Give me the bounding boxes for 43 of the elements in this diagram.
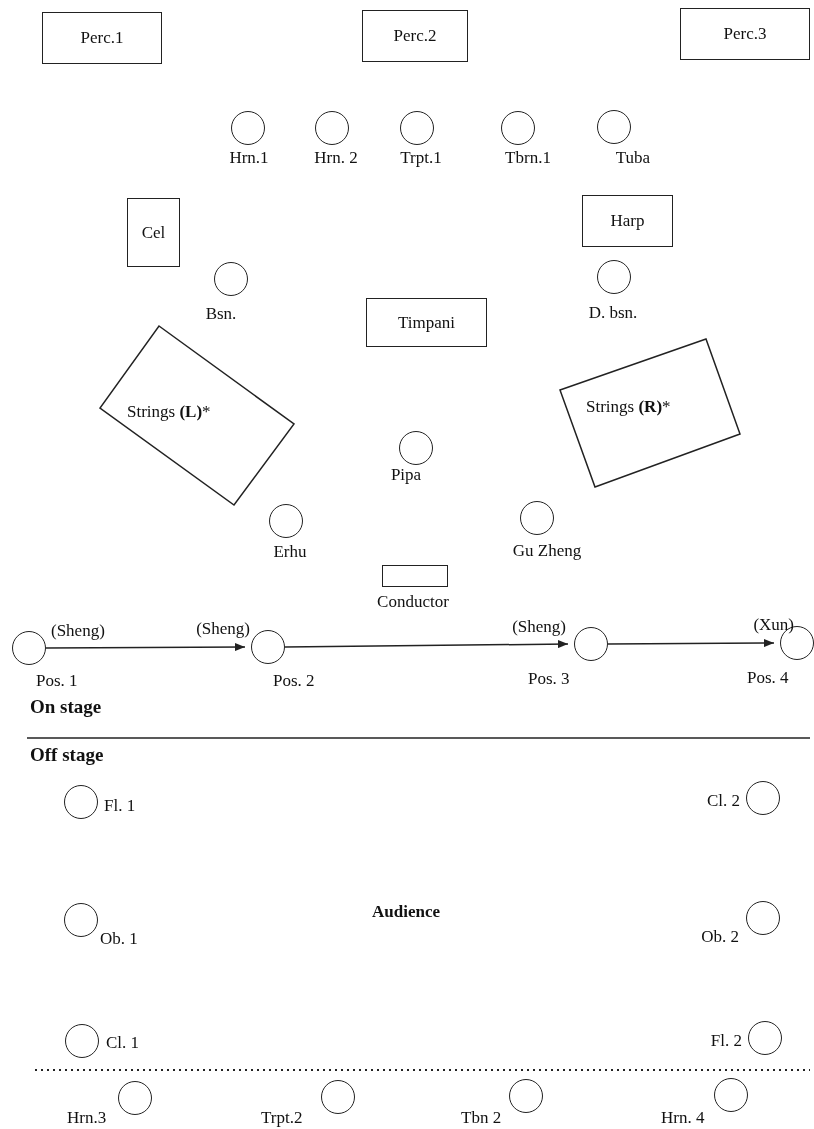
instrument-label: Fl. 2 [710,1031,742,1051]
instrument-label: Cl. 2 [706,791,740,811]
instrument-label: Hrn.3 [67,1108,107,1128]
instrument-label: Hrn. 2 [314,148,358,168]
instrument-label: Tbrn.1 [505,148,551,168]
area-label: Audience [372,902,440,922]
section-label: Strings (R)* [586,397,671,417]
instrument-label: Cl. 1 [106,1033,140,1053]
instrument-label: (Sheng) [196,619,250,639]
instrument-label: Gu Zheng [512,541,582,561]
arrow [284,640,569,649]
instrument-label: Pos. 2 [273,671,315,691]
instrument-label: Trpt.2 [261,1108,303,1128]
instrument-box: Perc.3 [680,8,810,60]
arrow [45,643,246,652]
instrument-label: Trpt.1 [400,148,442,168]
instrument-box: Perc.1 [42,12,162,64]
instrument-label: Ob. 2 [701,927,739,947]
instrument-label: Tuba [615,148,651,168]
stage-heading: On stage [30,697,102,717]
instrument-box: Timpani [366,298,487,347]
instrument-label: (Xun) [753,615,794,635]
instrument-label: Pos. 3 [528,669,570,689]
instrument-box: Perc.2 [362,10,468,62]
instrument-label: D. bsn. [588,303,638,323]
instrument-label: Conductor [377,592,449,612]
instrument-label: Tbn 2 [461,1108,502,1128]
instrument-label: Pos. 4 [747,668,789,688]
section-label: Strings (L)* [127,402,211,422]
instrument-label: Hrn. 4 [661,1108,705,1128]
instrument-label: Erhu [273,542,307,562]
instrument-label: Fl. 1 [104,796,136,816]
instrument-label: Ob. 1 [100,929,138,949]
instrument-label: (Sheng) [512,617,566,637]
instrument-box: Cel [127,198,180,267]
arrow [607,639,775,648]
instrument-label: Pipa [390,465,422,485]
instrument-label: (Sheng) [51,621,105,641]
stage-heading: Off stage [30,745,104,765]
instrument-box: Harp [582,195,673,247]
instrument-label: Bsn. [205,304,237,324]
instrument-label: Hrn.1 [229,148,269,168]
instrument-label: Pos. 1 [36,671,78,691]
